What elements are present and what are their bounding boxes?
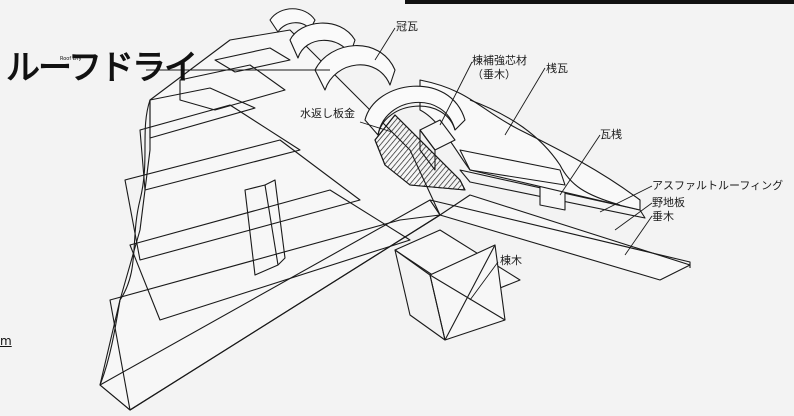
- right-tile-end: [459, 149, 566, 186]
- ridge-cap-tile: [364, 85, 466, 136]
- brand-logo: ルーフドライ: [6, 48, 198, 88]
- label-kawarasan: 瓦桟: [600, 128, 622, 141]
- left-tile-row: [129, 189, 411, 321]
- top-bar: [405, 0, 794, 4]
- leader-kanmuri: [374, 27, 396, 61]
- brand-logo-subtext: Roof Dry: [60, 56, 82, 62]
- label-nojiita: 野地板: [652, 196, 685, 209]
- left-tile-row: [214, 47, 291, 73]
- leader-munagi: [469, 261, 499, 301]
- ridge-core-front: [419, 129, 436, 171]
- label-asphalt-roofing: アスファルトルーフィング: [652, 179, 784, 192]
- leader-nokawara: [504, 67, 546, 136]
- label-taruki: 垂木: [652, 210, 674, 223]
- leader-munehokyou: [439, 61, 473, 126]
- rafter-left-side: [264, 179, 286, 266]
- flashing-edge: [374, 114, 466, 191]
- label-ridge-core-line2: （垂木）: [472, 68, 516, 81]
- ridge-cap-inner: [377, 105, 456, 136]
- leader-mizugaeshi: [359, 121, 393, 133]
- left-tile-row: [139, 104, 301, 191]
- right-roof-board: [429, 199, 691, 268]
- leader-nojiita: [614, 202, 653, 231]
- asphalt-roofing-layer: [459, 169, 646, 219]
- right-roof-tile-curve: [469, 99, 621, 206]
- leader-taruki: [624, 215, 653, 256]
- ridge-beam-cross: [444, 244, 496, 341]
- leader-asphalt: [599, 185, 653, 213]
- leader-kawarasan: [559, 134, 601, 196]
- left-tile-row: [149, 87, 256, 139]
- unit-fragment: m: [0, 334, 12, 348]
- label-nokawara: 桟瓦: [546, 62, 568, 75]
- left-slope-edge: [99, 99, 151, 386]
- label-mizugaeshi: 水返し板金: [300, 107, 355, 120]
- ridge-cap-tile: [314, 45, 396, 91]
- label-munagi: 棟木: [500, 254, 522, 267]
- ridge-beam-side: [394, 249, 446, 341]
- left-tile-row: [179, 64, 286, 111]
- label-ridge-core-line1: 棟補強芯材: [472, 54, 527, 67]
- label-kanmuri-gawara: 冠瓦: [396, 20, 418, 33]
